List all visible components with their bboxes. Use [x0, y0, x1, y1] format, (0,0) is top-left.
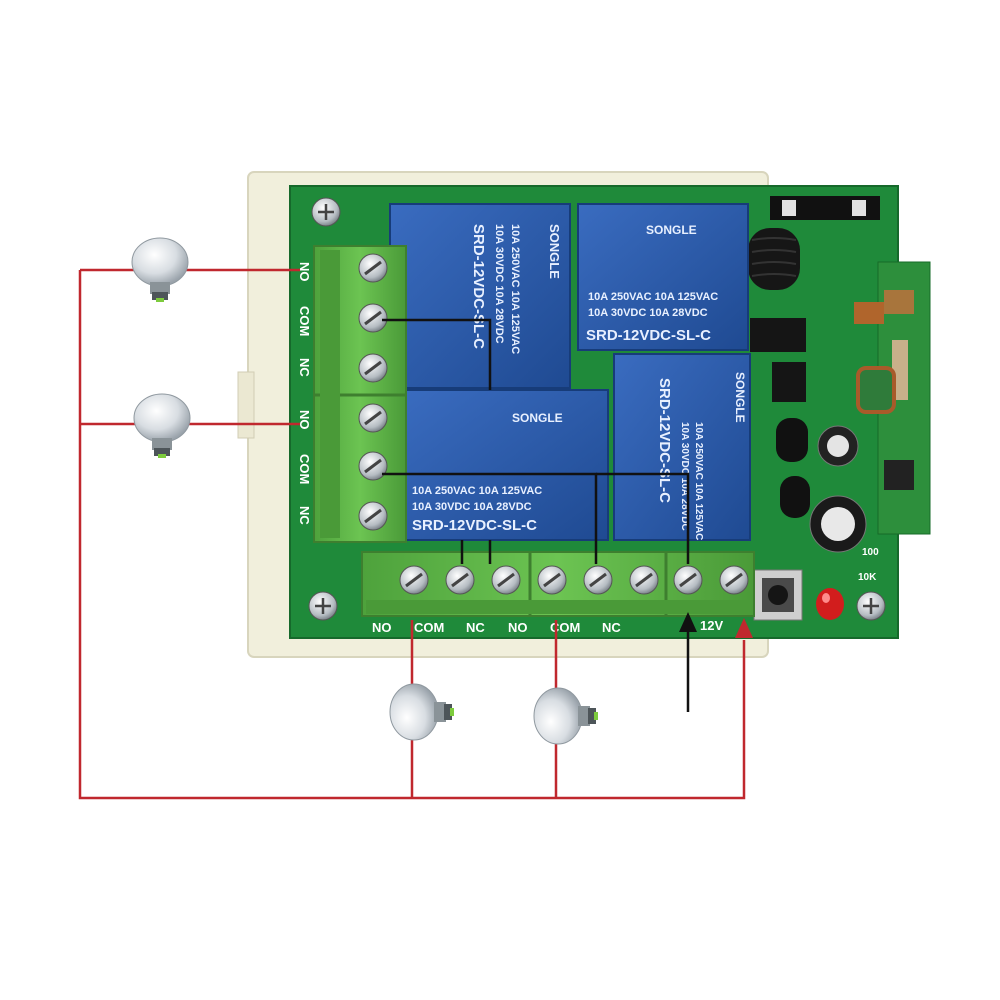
relay-model: SRD-12VDC-SL-C	[412, 517, 537, 534]
terminal-label: NC	[602, 620, 621, 635]
terminal-label: NC	[297, 506, 312, 525]
terminal-screw[interactable]	[719, 565, 749, 595]
power-label: 12V	[700, 618, 723, 633]
terminal-screw[interactable]	[399, 565, 429, 595]
terminal-screw[interactable]	[358, 451, 388, 481]
terminal-label: NC	[466, 620, 485, 635]
relay-rating: 10A 30VDC 10A 28VDC	[493, 224, 505, 344]
bulb-icon	[389, 683, 454, 741]
led-indicator	[816, 588, 844, 620]
terminal-label: NC	[297, 358, 312, 377]
bulb-icon	[131, 237, 189, 302]
silk-label: 100	[862, 547, 879, 558]
side-terminal-block	[313, 245, 407, 543]
capacitor	[809, 495, 867, 553]
relay-rating: 10A 250VAC 10A 125VAC	[509, 224, 521, 354]
relay-rating: 10A 250VAC 10A 125VAC	[693, 422, 704, 540]
relay-rating: 10A 30VDC 10A 28VDC	[588, 307, 708, 319]
relay: SONGLE 10A 250VAC 10A 125VAC 10A 30VDC 1…	[577, 203, 749, 351]
relay-model: SRD-12VDC-SL-C	[470, 224, 487, 349]
terminal-label: COM	[414, 620, 444, 635]
terminal-screw[interactable]	[358, 303, 388, 333]
terminal-label: COM	[550, 620, 580, 635]
terminal-screw[interactable]	[358, 253, 388, 283]
mount-screw	[308, 591, 338, 621]
terminal-label: NO	[297, 262, 312, 282]
relay-rating: 10A 30VDC 10A 28VDC	[412, 501, 532, 513]
power-arrow-negative	[679, 612, 697, 712]
terminal-label: NO	[297, 410, 312, 430]
relay-brand: SONGLE	[646, 223, 697, 237]
relay-rating: 10A 250VAC 10A 125VAC	[412, 485, 542, 497]
terminal-screw[interactable]	[537, 565, 567, 595]
bottom-terminal-labels: NO COM NC NO COM NC 12V	[372, 618, 723, 635]
terminal-screw[interactable]	[358, 501, 388, 531]
bulb-icon	[533, 687, 598, 745]
ic-chip	[750, 318, 806, 402]
relay-model: SRD-12VDC-SL-C	[656, 378, 673, 503]
terminal-screw[interactable]	[358, 403, 388, 433]
relay-rating: 10A 250VAC 10A 125VAC	[588, 291, 718, 303]
terminal-label: NO	[372, 620, 392, 635]
terminal-label: NO	[508, 620, 528, 635]
internal-wiring	[382, 318, 690, 564]
relay: SONGLE 10A 250VAC 10A 125VAC 10A 30VDC 1…	[399, 389, 609, 541]
terminal-screw[interactable]	[629, 565, 659, 595]
silk-label: 10K	[858, 572, 877, 583]
terminal-screw[interactable]	[673, 565, 703, 595]
relay-brand: SONGLE	[733, 372, 747, 423]
relay-brand: SONGLE	[547, 224, 562, 279]
capacitor	[817, 425, 859, 467]
push-button	[753, 569, 803, 621]
power-arrow-positive	[735, 618, 753, 638]
side-screws	[358, 253, 388, 531]
terminal-screw[interactable]	[358, 353, 388, 383]
jumper-header	[770, 196, 880, 220]
relay: SONGLE 10A 250VAC 10A 125VAC 10A 30VDC 1…	[389, 203, 571, 389]
transistor	[776, 418, 810, 518]
relay-brand: SONGLE	[512, 411, 563, 425]
terminal-screw[interactable]	[583, 565, 613, 595]
antenna-coil	[748, 228, 800, 290]
bulb-icon	[133, 393, 191, 458]
terminal-screw[interactable]	[445, 565, 475, 595]
terminal-label: COM	[297, 306, 312, 336]
case-tab	[237, 371, 255, 439]
bottom-screws	[399, 565, 749, 595]
relay-model: SRD-12VDC-SL-C	[586, 327, 711, 344]
relay: SONGLE 10A 250VAC 10A 125VAC 10A 30VDC 1…	[613, 353, 751, 541]
terminal-screw[interactable]	[491, 565, 521, 595]
mount-screw	[311, 197, 341, 227]
relay-rating: 10A 30VDC 10A 28VDC	[679, 422, 690, 531]
terminal-label: COM	[297, 454, 312, 484]
inductor-coil	[854, 302, 896, 414]
side-terminal-labels: NO COM NC NO COM NC	[297, 262, 312, 525]
mount-screw	[856, 591, 886, 621]
